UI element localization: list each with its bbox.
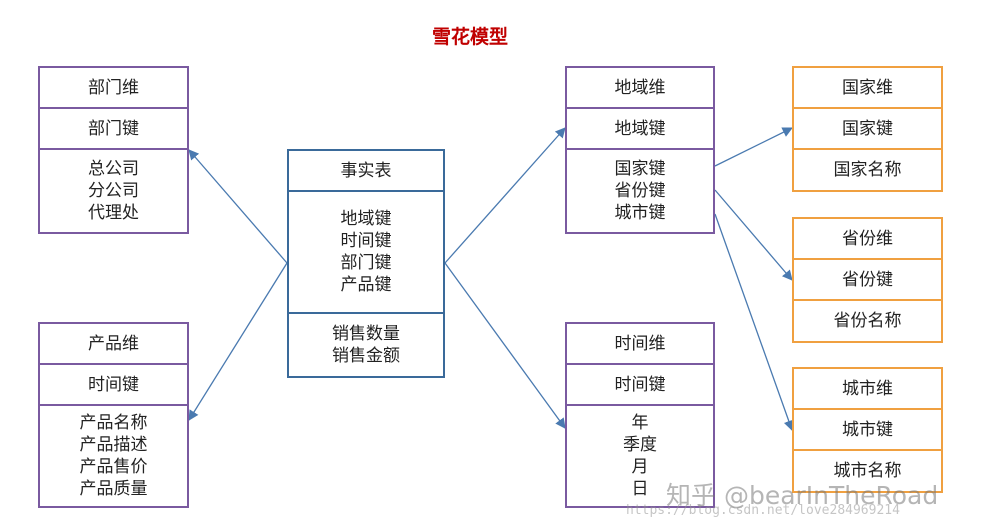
product-dimension-key: 时间键 — [40, 365, 187, 406]
dept-attr: 分公司 — [88, 181, 139, 201]
fact-table: 事实表 地域键 时间键 部门键 产品键 销售数量 销售金额 — [287, 149, 445, 378]
time-dimension-name: 时间维 — [567, 324, 713, 365]
zhihu-watermark: 知乎 @bearInTheRoad — [666, 481, 939, 510]
region-dimension-table: 地域维 地域键 国家键 省份键 城市键 — [565, 66, 715, 234]
dept-dimension-table: 部门维 部门键 总公司 分公司 代理处 — [38, 66, 189, 234]
country-dimension-table: 国家维 国家键 国家名称 — [792, 66, 943, 192]
product-attr: 产品名称 — [79, 413, 148, 433]
country-dimension-key: 国家键 — [794, 109, 941, 150]
region-attr: 国家键 — [614, 159, 666, 179]
fact-key: 时间键 — [340, 231, 392, 251]
product-attr: 产品描述 — [79, 435, 148, 455]
dept-dimension-name: 部门维 — [40, 68, 187, 109]
region-attr: 省份键 — [614, 181, 666, 201]
fact-measure: 销售金额 — [332, 346, 400, 366]
arrow-fact-to-time — [444, 262, 566, 429]
country-attr: 国家名称 — [833, 160, 902, 180]
product-attr: 产品售价 — [79, 457, 148, 477]
dept-attr: 代理处 — [88, 203, 139, 223]
product-dimension-name: 产品维 — [40, 324, 187, 365]
city-attr: 城市名称 — [833, 461, 902, 481]
province-dimension-name: 省份维 — [794, 219, 941, 260]
country-dimension-name: 国家维 — [794, 68, 941, 109]
arrow-region-to-country — [714, 127, 793, 167]
arrow-fact-to-region — [444, 127, 566, 264]
time-dimension-table: 时间维 时间键 年 季度 月 日 — [565, 322, 715, 508]
province-attr: 省份名称 — [833, 311, 902, 331]
fact-measure: 销售数量 — [332, 324, 400, 344]
time-attr: 季度 — [623, 435, 657, 455]
region-dimension-key: 地域键 — [567, 109, 713, 150]
arrow-fact-to-product — [188, 262, 288, 421]
product-attr: 产品质量 — [79, 479, 148, 499]
fact-key: 部门键 — [340, 253, 392, 273]
fact-table-name: 事实表 — [289, 151, 443, 192]
city-dimension-table: 城市维 城市键 城市名称 — [792, 367, 943, 493]
time-attr: 年 — [631, 413, 649, 433]
city-dimension-key: 城市键 — [794, 410, 941, 451]
arrow-region-to-province — [714, 189, 793, 281]
csdn-url-watermark: https://blog.csdn.net/love284969214 — [626, 503, 900, 518]
product-dimension-table: 产品维 时间键 产品名称 产品描述 产品售价 产品质量 — [38, 322, 189, 508]
region-dimension-name: 地域维 — [567, 68, 713, 109]
arrow-region-to-city — [714, 213, 794, 431]
fact-key: 地域键 — [340, 209, 392, 229]
dept-attr: 总公司 — [88, 159, 139, 179]
arrow-fact-to-dept — [188, 149, 288, 264]
fact-key: 产品键 — [340, 275, 392, 295]
time-dimension-key: 时间键 — [567, 365, 713, 406]
time-attr: 月 — [631, 457, 649, 477]
province-dimension-table: 省份维 省份键 省份名称 — [792, 217, 943, 343]
city-dimension-name: 城市维 — [794, 369, 941, 410]
time-attr: 日 — [631, 479, 649, 499]
region-attr: 城市键 — [614, 203, 666, 223]
dept-dimension-key: 部门键 — [40, 109, 187, 150]
diagram-title: 雪花模型 — [431, 26, 508, 48]
province-dimension-key: 省份键 — [794, 260, 941, 301]
